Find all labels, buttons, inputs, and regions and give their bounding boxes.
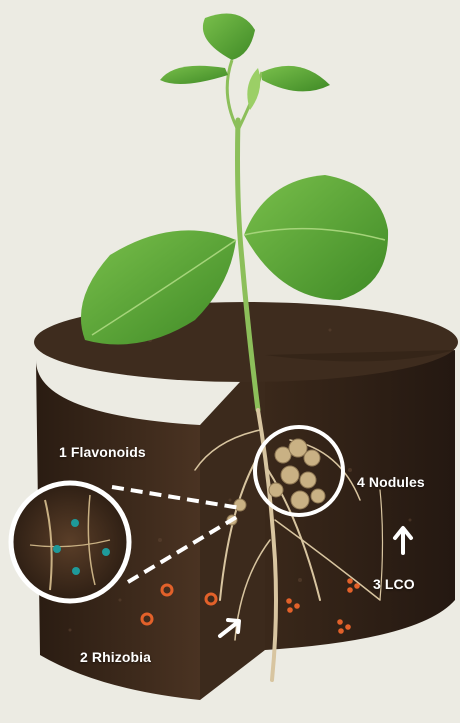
leaf-bud <box>247 68 260 110</box>
leaf-top-left <box>160 66 228 84</box>
label-rhizobia-text: Rhizobia <box>92 649 151 665</box>
label-lco-text: LCO <box>385 576 415 592</box>
leaf-top-right <box>262 66 330 92</box>
flavonoids-inset <box>11 483 129 601</box>
label-nodules-text: Nodules <box>369 474 425 490</box>
leaf-right <box>244 175 388 300</box>
label-flavonoids-text: Flavonoids <box>71 444 146 460</box>
leaf-top <box>203 14 255 60</box>
label-nodules-number: 4 <box>357 474 365 490</box>
label-flavonoids-number: 1 <box>59 444 67 460</box>
plant-leaves <box>81 14 388 345</box>
label-rhizobia-number: 2 <box>80 649 88 665</box>
label-lco-number: 3 <box>373 576 381 592</box>
